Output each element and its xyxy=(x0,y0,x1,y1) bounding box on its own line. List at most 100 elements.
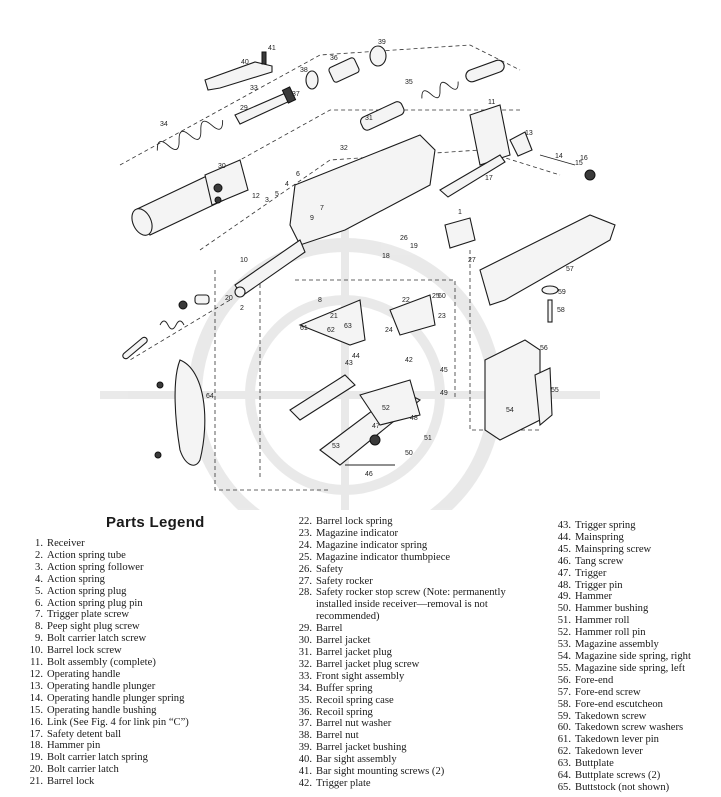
legend-item-number: 63. xyxy=(557,758,571,770)
legend-item: 19.Bolt carrier latch spring xyxy=(27,752,277,764)
legend-item-text: Operating handle plunger xyxy=(47,680,156,692)
legend-item-number: 43. xyxy=(557,520,571,531)
legend-item-text: Magazine side spring, right xyxy=(575,650,691,662)
part-callout: 2 xyxy=(240,305,244,312)
legend-item: 5.Action spring plug xyxy=(27,586,277,598)
legend-item: 21.Barrel lock xyxy=(27,776,277,788)
legend-item: 65.Buttstock (not shown) xyxy=(555,782,720,794)
legend-item-text: Fore-end screw xyxy=(575,686,641,698)
legend-item: 29.Barrel xyxy=(296,623,548,635)
magazine-assembly xyxy=(484,339,553,441)
legend-item: 22.Barrel lock spring xyxy=(296,516,548,528)
legend-item-number: 49. xyxy=(557,591,571,603)
legend-item: 16.Link (See Fig. 4 for link pin “C”) xyxy=(27,717,277,729)
part-callout: 54 xyxy=(506,407,514,414)
legend-item-number: 40. xyxy=(298,754,312,766)
part-callout: 38 xyxy=(300,67,308,74)
legend-item-text: Trigger xyxy=(575,567,607,579)
part-callout: 31 xyxy=(365,115,373,122)
legend-item-number: 10. xyxy=(29,645,43,657)
legend-item-text: Action spring follower xyxy=(47,561,144,573)
legend-item-text: Mainspring screw xyxy=(575,543,652,555)
legend-item-number: 15. xyxy=(29,704,43,716)
legend-item-text: Safety detent ball xyxy=(47,728,122,740)
legend-item-text: Buttplate xyxy=(575,758,614,770)
legend-item-number: 11. xyxy=(30,657,43,669)
part-callout: 24 xyxy=(385,327,393,334)
legend-item: 62.Takedown lever xyxy=(555,746,720,758)
legend-item-text: Bar sight mounting screws (2) xyxy=(316,766,445,778)
legend-item-number: 25. xyxy=(298,551,312,563)
legend-item-number: 55. xyxy=(557,662,571,674)
legend-item-text: Receiver xyxy=(47,538,85,549)
legend-item-number: 42. xyxy=(298,777,312,789)
legend-item-number: 45. xyxy=(557,543,571,555)
legend-item-text: Barrel nut xyxy=(316,730,359,742)
bolt-assembly xyxy=(469,104,511,166)
legend-item-number: 34. xyxy=(298,682,312,694)
legend-item-text: Trigger plate xyxy=(316,777,371,789)
part-callout: 22 xyxy=(402,297,410,304)
part-callout: 39 xyxy=(378,39,386,46)
recoil-parts xyxy=(305,45,505,131)
part-callout: 27 xyxy=(468,257,476,264)
part-callout: 26 xyxy=(400,235,408,242)
part-callout: 32 xyxy=(340,145,348,152)
legend-item: 31.Barrel jacket plug xyxy=(296,647,548,659)
legend-item: 23.Magazine indicator xyxy=(296,528,548,540)
part-callout: 23 xyxy=(438,313,446,320)
front-sight-assembly xyxy=(204,159,249,206)
legend-item: 2.Action spring tube xyxy=(27,550,277,562)
legend-item-number: 58. xyxy=(557,698,571,710)
legend-item-text: Safety rocker stop screw (Note: permanen… xyxy=(316,587,506,623)
legend-item-number: 20. xyxy=(29,764,43,776)
legend-item-text: Magazine side spring, left xyxy=(575,662,686,674)
part-callout: 14 xyxy=(555,153,563,160)
part-callout: 19 xyxy=(410,243,418,250)
legend-item-text: Bolt carrier latch spring xyxy=(47,752,148,764)
legend-item: 40.Bar sight assembly xyxy=(296,754,548,766)
legend-item-text: Trigger spring xyxy=(575,520,636,531)
legend-item-text: Safety rocker xyxy=(316,575,373,587)
legend-item-number: 60. xyxy=(557,722,571,734)
legend-item-text: Hammer roll xyxy=(575,615,630,627)
legend-item-number: 64. xyxy=(557,770,571,782)
legend-item: 7.Trigger plate screw xyxy=(27,609,277,621)
legend-item-text: Hammer bushing xyxy=(575,603,649,615)
legend-item: 4.Action spring xyxy=(27,574,277,586)
legend-item: 56.Fore-end xyxy=(555,675,720,687)
legend-item-text: Magazine indicator thumbpiece xyxy=(316,551,451,563)
legend-item-number: 3. xyxy=(35,561,43,573)
legend-item: 44.Mainspring xyxy=(555,532,720,544)
part-callout: 44 xyxy=(352,353,360,360)
part-callout: 59 xyxy=(558,289,566,296)
legend-item-number: 56. xyxy=(557,674,571,686)
part-callout: 20 xyxy=(225,295,233,302)
legend-item-number: 46. xyxy=(557,555,571,567)
legend-item-text: Front sight assembly xyxy=(316,670,405,682)
part-callout: 33 xyxy=(250,85,258,92)
part-callout: 60 xyxy=(438,293,446,300)
part-callout: 35 xyxy=(405,79,413,86)
part-callout: 5 xyxy=(275,191,279,198)
legend-item: 35.Recoil spring case xyxy=(296,695,548,707)
legend-item: 25. Magazine indicator thumbpiece xyxy=(296,552,548,564)
receiver xyxy=(234,134,436,298)
legend-item-number: 28. xyxy=(298,587,312,599)
legend-item: 1.Receiver xyxy=(27,538,277,550)
legend-item: 48.Trigger pin xyxy=(555,580,720,592)
legend-item-text: Hammer pin xyxy=(47,740,101,752)
legend-item-text: Barrel lock xyxy=(47,776,95,788)
legend-item-number: 62. xyxy=(557,746,571,758)
legend-item-number: 16. xyxy=(29,716,43,728)
part-callout: 53 xyxy=(332,443,340,450)
legend-item-number: 50. xyxy=(557,603,571,615)
legend-item-number: 4. xyxy=(35,573,43,585)
part-callout: 6 xyxy=(296,171,300,178)
part-callout: 18 xyxy=(382,253,390,260)
legend-item-text: Barrel jacket xyxy=(316,635,371,647)
legend-item: 36.Recoil spring xyxy=(296,707,548,719)
legend-item-number: 65. xyxy=(557,781,571,793)
